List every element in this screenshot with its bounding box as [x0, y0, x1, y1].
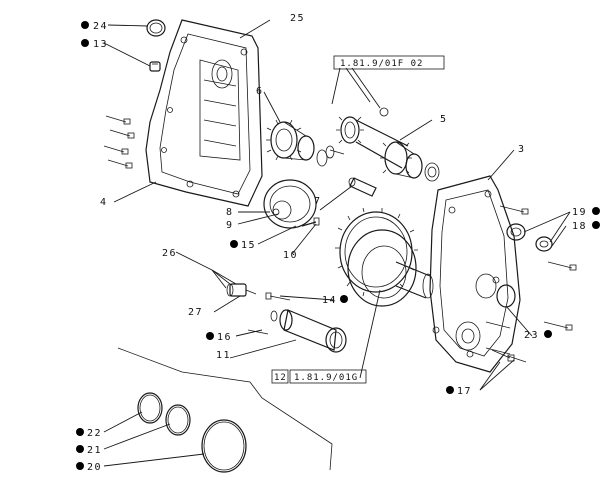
svg-text:8: 8 [226, 207, 234, 218]
part-11-cylinder [270, 309, 347, 353]
callout-10: 10 [283, 250, 298, 261]
callout-11: 11 [216, 350, 231, 361]
part-23-ring [496, 284, 516, 308]
svg-text:21: 21 [87, 445, 102, 456]
part-27-sensor [211, 269, 257, 297]
callout-17: 17 [446, 386, 472, 397]
part-4-housing-left [145, 19, 263, 207]
svg-text:27: 27 [188, 307, 203, 318]
cutline [117, 347, 333, 471]
callout-22: 22 [76, 428, 102, 439]
svg-text:4: 4 [100, 197, 108, 208]
part-7-pin [348, 177, 377, 197]
svg-text:7: 7 [314, 196, 322, 207]
svg-text:5: 5 [440, 114, 448, 125]
callout-23: 23 [524, 330, 552, 341]
part-21-seal [165, 404, 191, 436]
part-16-bolt [247, 329, 269, 335]
svg-text:14: 14 [322, 295, 337, 306]
svg-text:26: 26 [162, 248, 177, 259]
callout-4: 4 [100, 197, 108, 208]
part-13-plug [149, 61, 161, 72]
svg-text:3: 3 [518, 144, 526, 155]
callout-8: 8 [226, 207, 234, 218]
part-14-bolt [265, 292, 291, 301]
part-20-seal [201, 419, 247, 473]
svg-text:20: 20 [87, 462, 102, 473]
svg-text:16: 16 [217, 332, 232, 343]
reference-top-text: 1.81.9/01F 02 [340, 59, 423, 69]
callout-15: 15 [230, 240, 256, 251]
leader-lines [103, 19, 571, 467]
part-8-seal-plate [263, 179, 317, 229]
part-10-bolt [301, 217, 320, 227]
callout-13: 13 [81, 39, 108, 50]
part-5-shaft [325, 107, 440, 182]
reference-bottom-text: 1.81.9/01G [294, 373, 358, 383]
reference-box-top[interactable]: 1.81.9/01F 02 [333, 55, 445, 70]
callout-24: 24 [81, 21, 108, 32]
svg-text:23: 23 [524, 330, 539, 341]
callout-9: 9 [226, 220, 234, 231]
svg-text:19: 19 [572, 207, 587, 218]
svg-text:17: 17 [457, 386, 472, 397]
housing-bolts-left [103, 115, 135, 169]
callout-5: 5 [440, 114, 448, 125]
callout-7: 7 [314, 196, 322, 207]
svg-text:15: 15 [241, 240, 256, 251]
part-24-o-ring [146, 19, 166, 37]
svg-text:11: 11 [216, 350, 231, 361]
svg-text:25: 25 [290, 13, 305, 24]
callout-12-text: 12 [274, 373, 287, 383]
reference-box-bottom-12: 12 [271, 369, 289, 384]
svg-text:9: 9 [226, 220, 234, 231]
callout-21: 21 [76, 445, 102, 456]
callout-20: 20 [76, 462, 102, 473]
svg-text:13: 13 [93, 39, 108, 50]
large-gear [335, 207, 434, 307]
part-3-cover [429, 175, 521, 373]
callout-3: 3 [518, 144, 526, 155]
part-22-seal [137, 392, 163, 424]
callout-19: 19 [572, 207, 600, 218]
callout-27: 27 [188, 307, 203, 318]
callout-16: 16 [206, 332, 232, 343]
part-6-gear [266, 119, 328, 167]
svg-text:18: 18 [572, 221, 587, 232]
callout-18: 18 [572, 221, 600, 232]
callout-6: 6 [256, 86, 264, 97]
svg-text:6: 6 [256, 86, 264, 97]
svg-text:10: 10 [283, 250, 298, 261]
callout-26: 26 [162, 248, 177, 259]
cover-bolts-right [485, 205, 577, 355]
callout-25: 25 [290, 13, 305, 24]
callout-14: 14 [322, 295, 348, 306]
part-17-bolts [491, 349, 527, 363]
reference-box-bottom[interactable]: 1.81.9/01G [289, 369, 367, 384]
svg-text:24: 24 [93, 21, 108, 32]
svg-text:22: 22 [87, 428, 102, 439]
